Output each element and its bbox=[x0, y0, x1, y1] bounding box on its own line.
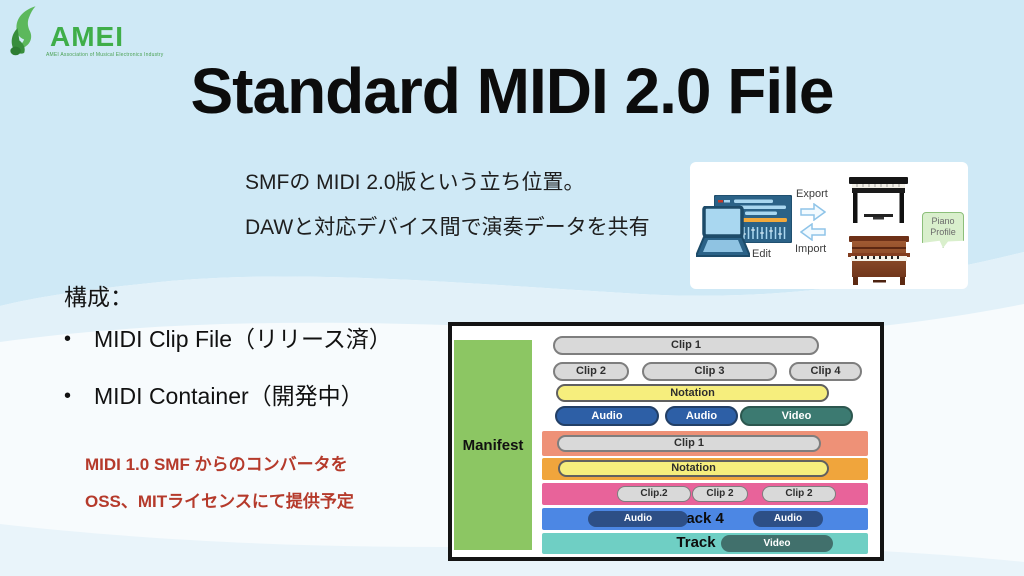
clip3-pill: Clip 3 bbox=[642, 362, 777, 381]
container-diagram: Manifest Clip 1 Clip 2 Clip 3 Clip 4 Not… bbox=[448, 322, 884, 561]
manifest-block: Manifest bbox=[454, 340, 532, 550]
clip2-pill: Clip 2 bbox=[553, 362, 629, 381]
amei-wordmark: AMEI bbox=[50, 21, 124, 52]
bullet-midi-clip-file: • MIDI Clip File（リリース済） bbox=[64, 320, 392, 354]
track-video-pill: Video bbox=[721, 535, 833, 552]
import-arrow-icon bbox=[800, 223, 826, 241]
edit-label: Edit bbox=[752, 248, 771, 260]
notation-pill: Notation bbox=[556, 384, 829, 402]
page-title: Standard MIDI 2.0 File bbox=[190, 55, 834, 127]
clip1-pill: Clip 1 bbox=[553, 336, 819, 355]
export-arrow-icon bbox=[800, 203, 826, 221]
intro-line-2: DAWと対応デバイス間で演奏データを共有 bbox=[245, 216, 650, 239]
bullet-dot-icon: • bbox=[64, 385, 72, 407]
band-clip1-pill: Clip 1 bbox=[557, 435, 821, 452]
bullet-dot-icon: • bbox=[64, 328, 72, 350]
intro-line-1: SMFの MIDI 2.0版という立ち位置。 bbox=[245, 171, 585, 194]
workflow-panel: Edit Export Import bbox=[690, 162, 968, 289]
bullet-text: MIDI Container（開発中） bbox=[94, 383, 364, 409]
upright-piano-icon bbox=[848, 236, 910, 285]
amei-note-icon bbox=[10, 6, 36, 56]
amei-caption: AMEI Association of Musical Electronics … bbox=[46, 52, 164, 58]
import-label: Import bbox=[795, 243, 827, 255]
bullet-midi-container: • MIDI Container（開発中） bbox=[64, 377, 364, 411]
band-clip2-pill-1: Clip.2 bbox=[617, 486, 691, 502]
composition-heading: 構成： bbox=[64, 284, 133, 310]
amei-logo: AMEI AMEI Association of Musical Electro… bbox=[8, 5, 188, 60]
digital-piano-icon bbox=[849, 177, 908, 223]
piano-profile-line1: Piano bbox=[931, 216, 955, 226]
track-label: Track bbox=[676, 534, 716, 551]
laptop-icon bbox=[696, 206, 750, 257]
converter-note-line1: MIDI 1.0 SMF からのコンバータを bbox=[85, 455, 348, 474]
converter-note-line2: OSS、MITライセンスにて提供予定 bbox=[85, 492, 354, 511]
band-notation-pill: Notation bbox=[558, 460, 829, 477]
video-pill: Video bbox=[740, 406, 853, 426]
audio-pill-1: Audio bbox=[555, 406, 659, 426]
track4-audio-pill-2: Audio bbox=[753, 511, 823, 527]
bullet-text: MIDI Clip File（リリース済） bbox=[94, 326, 392, 352]
audio-pill-2: Audio bbox=[665, 406, 738, 426]
band-clip2-pill-3: Clip 2 bbox=[762, 486, 836, 502]
piano-profile-line2: Profile bbox=[930, 227, 956, 238]
band-clip2-pill-2: Clip 2 bbox=[692, 486, 748, 502]
piano-profile-note: Piano Profile bbox=[922, 212, 964, 248]
track4-audio-pill-1: Audio bbox=[588, 511, 688, 527]
export-label: Export bbox=[796, 188, 828, 200]
clip4-pill: Clip 4 bbox=[789, 362, 862, 381]
